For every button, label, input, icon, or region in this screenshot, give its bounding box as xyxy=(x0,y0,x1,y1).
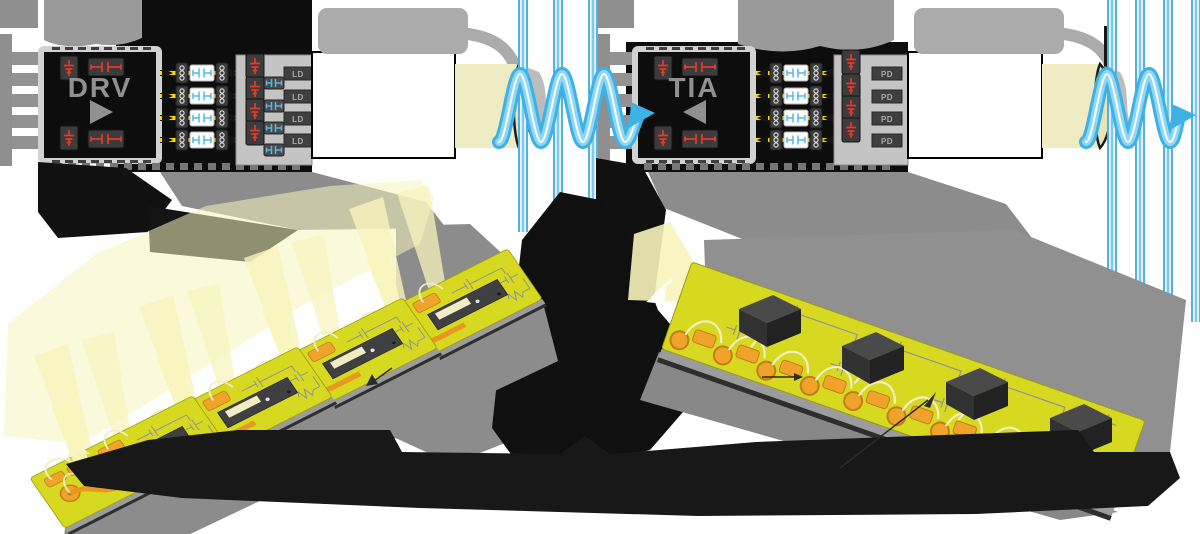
ld-chip-label: LD xyxy=(292,137,304,146)
rx-pedestal xyxy=(648,172,1032,246)
arrow-icon xyxy=(924,392,936,408)
ground-shadow xyxy=(66,430,1180,516)
arrow-icon xyxy=(366,374,378,386)
photodiode-chip xyxy=(946,368,1008,420)
photodiode-chip xyxy=(842,332,904,384)
optical-signal-wave xyxy=(1079,66,1196,150)
tia-chip: TIA xyxy=(632,46,756,164)
tx-optics-block xyxy=(311,51,456,159)
optical-fiber xyxy=(1163,0,1173,316)
pd-chip-label: PD xyxy=(881,137,893,146)
drv-pin-dashes xyxy=(52,47,151,163)
ld-chip-label: LD xyxy=(292,93,304,102)
light-input-arrow-icon xyxy=(646,279,673,304)
arrow-icon xyxy=(794,373,803,381)
photodiode-chips xyxy=(739,295,1112,456)
drv-chip: DRV xyxy=(38,46,162,164)
tx-housing-top xyxy=(44,0,142,47)
ld-chips: LD LD LD LD xyxy=(283,66,313,148)
tia-pin-dashes xyxy=(646,47,745,163)
tx-lid xyxy=(318,8,468,54)
rx-input-glow xyxy=(628,222,694,302)
rx-bottom-pins xyxy=(644,163,890,170)
optical-fiber xyxy=(1135,0,1145,308)
drv-chip-label: DRV xyxy=(68,72,133,103)
ld-array: LD LD LD LD xyxy=(235,53,313,166)
rx-housing-top xyxy=(738,0,894,52)
amplifier-triangle-icon xyxy=(90,100,113,124)
rx-lid-arm xyxy=(1058,28,1116,70)
pd-chip-label: PD xyxy=(881,93,893,102)
optical-fiber xyxy=(1191,0,1200,322)
pd-array: PD PD PD PD xyxy=(833,49,909,166)
photodiode-chip xyxy=(739,295,801,347)
amplifier-triangle-icon xyxy=(683,100,706,124)
tx-housing-corner xyxy=(0,0,38,28)
tx-shadow xyxy=(38,162,172,238)
tia-chip-label: TIA xyxy=(668,72,719,103)
rx-optics-block xyxy=(907,51,1043,159)
rx-fiber-bundle xyxy=(1079,0,1200,322)
ld-chip-label: LD xyxy=(292,115,304,124)
rx-housing-corner xyxy=(596,0,634,28)
optical-signal-wave xyxy=(492,66,655,150)
pd-chip-label: PD xyxy=(881,115,893,124)
tx-lid-arm xyxy=(462,28,520,70)
rx-module: TIA xyxy=(596,0,1134,172)
ld-chip-label: LD xyxy=(292,70,304,79)
tx-module: DRV xyxy=(0,0,553,172)
tx-connector-leads xyxy=(0,34,38,166)
rx-lid xyxy=(914,8,1064,54)
optical-fiber xyxy=(1107,0,1117,300)
pd-chip-label: PD xyxy=(881,70,893,79)
pd-chips: PD PD PD PD xyxy=(871,66,903,148)
wave-arrow-icon xyxy=(1170,104,1196,130)
annotation-arrows xyxy=(366,367,936,469)
wave-arrow-icon xyxy=(629,102,655,128)
